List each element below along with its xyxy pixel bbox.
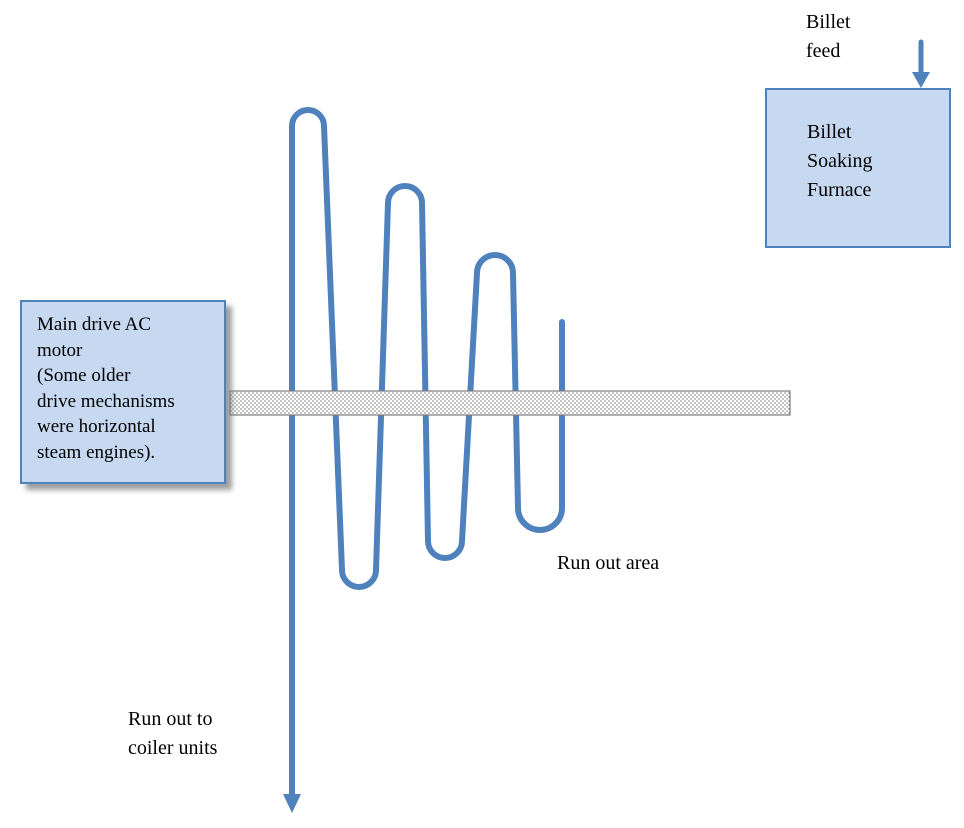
billet-soaking-furnace-box: Billet Soaking Furnace — [765, 88, 951, 248]
drive-shaft-bar — [229, 390, 791, 416]
run-out-coiler-label: Run out to coiler units — [128, 708, 218, 759]
main-drive-motor-box: Main drive AC motor (Some older drive me… — [20, 300, 226, 484]
serpentine-strand-path — [289, 107, 565, 799]
runout-arrowhead-icon — [283, 794, 301, 813]
billet-feed-arrowhead-icon — [912, 72, 930, 88]
billet-feed-label: Billet feed — [806, 11, 851, 62]
run-out-area-label: Run out area — [557, 552, 660, 574]
